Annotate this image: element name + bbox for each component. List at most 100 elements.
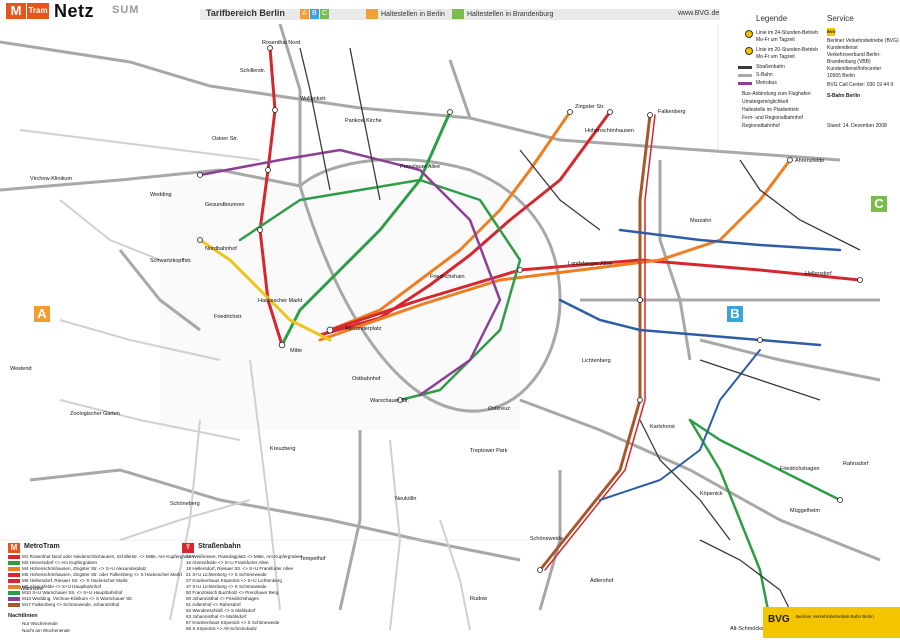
tram-swatch-icon xyxy=(738,66,752,69)
label-wollankstr: Wollankstr. xyxy=(300,96,327,102)
legend-item: S-Bahn xyxy=(756,72,773,78)
label-ostbahnhof: Ostbahnhof xyxy=(352,376,381,382)
bvg-url[interactable]: www.BVG.de xyxy=(678,10,720,17)
label-friedrichshagen: Friedrichshagen xyxy=(780,466,819,472)
label-rahnsdorf: Rahnsdorf xyxy=(843,461,869,467)
label-osloer-str: Osloer Str. xyxy=(212,136,238,142)
label-landsberger: Landsberger Allee xyxy=(568,261,612,267)
tarif-chip-a: A xyxy=(300,9,309,19)
label-alt-schmoeckwitz: Alt-Schmöckwitz xyxy=(730,626,771,632)
legend-item: Fern- und Regionalbahnhof xyxy=(742,115,803,121)
label-hackescher-markt: Hackescher Markt xyxy=(258,298,303,304)
service-line: Kundendienst/Infocenter xyxy=(827,66,882,72)
tarif-label: Tarifbereich Berlin xyxy=(206,8,285,18)
page-title: Netz xyxy=(54,1,95,21)
service-phone[interactable]: BVG Call Center: 030 19 44 9 xyxy=(827,82,894,88)
tram-logo-small-icon: T xyxy=(182,543,194,553)
zone-c-marker: C xyxy=(871,196,887,212)
bvg-logo: BVG xyxy=(768,614,790,625)
brandenburg-stop-icon xyxy=(452,9,464,19)
label-rudow: Rudow xyxy=(470,596,487,602)
label-kreuzberg: Kreuzberg xyxy=(270,446,295,452)
legend-item: Mo-Fr um Tagzeit xyxy=(756,37,795,43)
label-ostkreuz: Ostkreuz xyxy=(488,406,510,412)
strassenbahn-line: 61 Adlershof <> Rahnsdorf xyxy=(186,602,241,607)
label-alexanderplatz: Alexanderplatz xyxy=(345,326,382,332)
metrotram-line: M6 Hellersdorf, Riesaer Str. <> S Hackes… xyxy=(22,578,128,583)
label-adlershof: Adlershof xyxy=(590,578,614,584)
label-schoeneberg: Schöneberg xyxy=(170,501,200,507)
metrotram-logo-icon: M xyxy=(8,543,20,553)
sbahn-text: S-Bahn Berlin xyxy=(846,614,874,619)
strassenbahn-line: 12 Weißensee, Pasedagplatz <> Mitte, Am … xyxy=(186,554,303,559)
sbahn-lines xyxy=(0,23,881,611)
label-karlshorst: Karlshorst xyxy=(650,424,675,430)
label-mitte: Mitte xyxy=(290,348,302,354)
label-nordbahnhof: Nordbahnhof xyxy=(205,246,237,252)
label-prenzlauer-allee: Prenzlauer Allee xyxy=(400,164,440,170)
label-westend: Westend xyxy=(10,366,32,372)
service-sbahn: S-Bahn Berlin xyxy=(827,93,861,99)
legend-item: Umsteigemöglichkeit xyxy=(742,99,789,105)
label-schoeneweide: Schöneweide xyxy=(530,536,563,542)
label-mueggelheim: Müggelheim xyxy=(790,508,820,514)
header: M Tram Netz SUM Tarifbereich Berlin A B … xyxy=(0,0,900,23)
tram-lines xyxy=(299,47,861,631)
metrotram-line: M1 Rosenthal Nord oder Niederschönhausen… xyxy=(22,554,195,559)
berlin-stop-icon xyxy=(366,9,378,19)
nachtlinien-row: Nacht am Wochenende xyxy=(22,628,70,633)
m4-swatch-icon xyxy=(8,567,20,571)
zone-a-area xyxy=(160,180,520,430)
legend-item: Linie im 24-Stunden-Betrieb xyxy=(756,30,818,36)
label-hohenschoenhausen: Hohenschönhausen xyxy=(585,128,634,134)
legend-item: Bus-Anbindung zum Flughafen xyxy=(742,91,811,97)
service-line: Berliner Verkehrsbetriebe (BVG) xyxy=(827,38,899,44)
20h-icon xyxy=(745,47,753,55)
metrotram-line: M8 Ahrensfelde <> S+U Hauptbahnhof xyxy=(22,584,102,589)
strassenbahn-line: 67 Krankenhaus Köpenick <> S Schöneweide xyxy=(186,620,280,625)
strassenbahn-line: 60 Johannisthal <> Friedrichshagen xyxy=(186,596,260,601)
service-title: Service xyxy=(827,14,854,23)
legend-item: Straßenbahn xyxy=(756,64,785,70)
m5-swatch-icon xyxy=(8,573,20,577)
label-zoo: Zoologischer Garten xyxy=(70,411,120,417)
ubahn-lines xyxy=(19,129,471,631)
tarif-chip-b: B xyxy=(310,9,319,19)
label-neukoelln: Neukölln xyxy=(395,496,416,502)
metrotram-line: M17 Falkenberg <> Schöneweide, Johannist… xyxy=(22,602,120,607)
haltestellen-brandenburg-label: Haltestellen in Brandenburg xyxy=(467,11,554,18)
nachtlinien-title: Nachtlinien xyxy=(8,613,38,619)
metrotram-line: M2 Heinersdorf <> Am Kupfergraben xyxy=(22,560,98,565)
metrotram-lines xyxy=(198,46,862,622)
haltestellen-berlin-label: Haltestellen in Berlin xyxy=(381,11,445,18)
label-wedding: Wedding xyxy=(150,192,172,198)
station-labels: Rosenthal Nord Schillerstr. Pankow Kirch… xyxy=(10,40,869,632)
metrotram-line: M5 Hohenschönhausen, Zingster Str. oder … xyxy=(22,572,182,577)
bvg-footer xyxy=(763,607,900,638)
strassenbahn-line: 21 S+U Lichtenberg <> S Schöneweide xyxy=(186,572,267,577)
bvg-mini-logo-icon: BVG xyxy=(827,28,836,36)
metrotram-line: M4 Hohenschönhausen, Zingster Str. <> S+… xyxy=(22,566,147,571)
service-line: Verkehrsverbund Berlin- xyxy=(827,52,881,58)
metrotram-line: M13 Wedding, Virchow-Klinikum <> S Warsc… xyxy=(22,596,133,601)
label-gesundbrunnen: Gesundbrunnen xyxy=(205,202,244,208)
legend-title: Legende xyxy=(756,14,788,23)
strassenbahn-line: 50 Französisch Buchholz <> Prenzlauer Be… xyxy=(186,590,279,595)
m17-swatch-icon xyxy=(8,603,20,607)
label-lichtenberg: Lichtenberg xyxy=(582,358,611,364)
title-suffix: SUM xyxy=(112,4,140,16)
m13-swatch-icon xyxy=(8,597,20,601)
service-line: 10965 Berlin xyxy=(827,73,856,79)
label-ahrensfelde: Ahrensfelde xyxy=(795,158,824,164)
m10-swatch-icon xyxy=(8,591,20,595)
metrotram-line: M10 S+U Warschauer Str. <> S+U Hauptbahn… xyxy=(22,590,123,595)
m1-swatch-icon xyxy=(8,555,20,559)
zone-a-marker: A xyxy=(34,306,50,322)
label-koepenick: Köpenick xyxy=(700,491,723,497)
strassenbahn-line: 18 Hellersdorf, Riesaer Str. <> S+U Fran… xyxy=(186,566,294,571)
label-pankow-kirche: Pankow Kirche xyxy=(345,118,382,124)
label-schillerstr: Schillerstr. xyxy=(240,68,266,74)
label-zingster: Zingster Str. xyxy=(575,104,605,110)
